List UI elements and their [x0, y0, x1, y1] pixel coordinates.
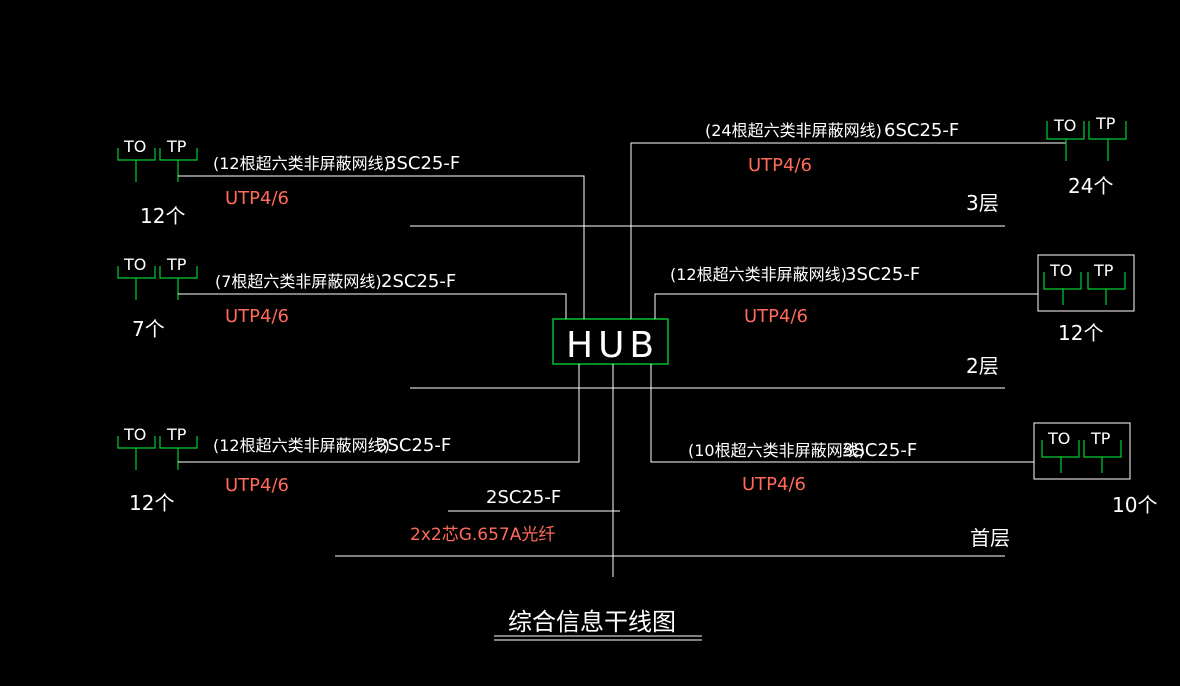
left-cable-line-2 [178, 293, 567, 319]
left-outlet-group-3: TO TP [117, 425, 198, 470]
right-cable-label-1: (24根超六类非屏蔽网线) [705, 121, 882, 140]
right-conduit-label-2: 3SC25-F [845, 264, 920, 285]
tp-label: TP [1090, 429, 1111, 448]
left-cable-line-3 [178, 364, 580, 463]
left-cable-label-1: (12根超六类非屏蔽网线) [213, 154, 390, 173]
tp-outlet-symbol [159, 266, 198, 300]
right-cable-label-2: (12根超六类非屏蔽网线) [670, 265, 847, 284]
tp-outlet-symbol [159, 436, 198, 470]
tp-label: TP [1093, 261, 1114, 280]
left-conduit-label-2: 2SC25-F [381, 271, 456, 292]
right-utp-label-3: UTP4/6 [742, 474, 806, 495]
to-label: TO [123, 255, 146, 274]
left-conduit-label-1: 3SC25-F [385, 153, 460, 174]
outlet-enclosure [1033, 422, 1131, 480]
to-outlet-symbol [117, 436, 156, 470]
to-label: TO [1047, 429, 1070, 448]
to-outlet-symbol [1046, 121, 1085, 161]
tp-outlet-symbol [1088, 121, 1127, 161]
floor-label-2: 2层 [966, 354, 999, 378]
left-count-label-2: 7个 [132, 317, 165, 341]
right-utp-label-1: UTP4/6 [748, 155, 812, 176]
to-outlet-symbol [1041, 440, 1080, 473]
right-outlet-group-3: TO TP [1033, 422, 1131, 480]
left-cable-label-3: (12根超六类非屏蔽网线) [213, 436, 390, 455]
right-conduit-label-3: 3SC25-F [842, 440, 917, 461]
left-cable-line-1 [178, 175, 585, 319]
left-outlet-group-1: TO TP [117, 137, 198, 182]
right-count-label-1: 24个 [1068, 174, 1113, 198]
right-cable-line-2 [654, 293, 1038, 319]
tp-outlet-symbol [159, 148, 198, 182]
to-label: TO [123, 137, 146, 156]
right-utp-label-2: UTP4/6 [744, 306, 808, 327]
left-utp-label-3: UTP4/6 [225, 475, 289, 496]
tp-outlet-symbol [1087, 272, 1126, 305]
hub-label: HUB [566, 325, 659, 366]
to-label: TO [1049, 261, 1072, 280]
tp-outlet-symbol [1083, 440, 1122, 473]
fiber-conduit-label: 2SC25-F [486, 487, 561, 508]
to-outlet-symbol [1043, 272, 1082, 305]
left-utp-label-2: UTP4/6 [225, 306, 289, 327]
right-cable-line-1 [630, 142, 1066, 319]
to-label: TO [1053, 116, 1076, 135]
right-cable-line-3 [650, 364, 1034, 463]
left-count-label-3: 12个 [129, 491, 174, 515]
left-count-label-1: 12个 [140, 204, 185, 228]
left-cable-label-2: (7根超六类非屏蔽网线) [215, 272, 382, 291]
to-outlet-symbol [117, 148, 156, 182]
outlet-enclosure [1037, 254, 1135, 312]
right-cable-label-3: (10根超六类非屏蔽网线) [688, 441, 865, 460]
floor-label-1: 首层 [970, 526, 1010, 550]
diagram-title: 综合信息干线图 [508, 608, 676, 636]
fiber-label: 2x2芯G.657A光纤 [410, 525, 555, 545]
left-utp-label-1: UTP4/6 [225, 188, 289, 209]
right-outlet-group-1: TO TP [1046, 114, 1127, 161]
right-conduit-label-1: 6SC25-F [884, 120, 959, 141]
floor-label-3: 3层 [966, 191, 999, 215]
tp-label: TP [166, 137, 187, 156]
to-outlet-symbol [117, 266, 156, 300]
right-count-label-2: 12个 [1058, 321, 1103, 345]
tp-label: TP [166, 255, 187, 274]
tp-label: TP [1095, 114, 1116, 133]
right-count-label-3: 10个 [1112, 493, 1157, 517]
left-outlet-group-2: TO TP [117, 255, 198, 300]
hub-box [552, 318, 669, 365]
to-label: TO [123, 425, 146, 444]
tp-label: TP [166, 425, 187, 444]
left-conduit-label-3: 3SC25-F [376, 435, 451, 456]
right-outlet-group-2: TO TP [1037, 254, 1135, 312]
